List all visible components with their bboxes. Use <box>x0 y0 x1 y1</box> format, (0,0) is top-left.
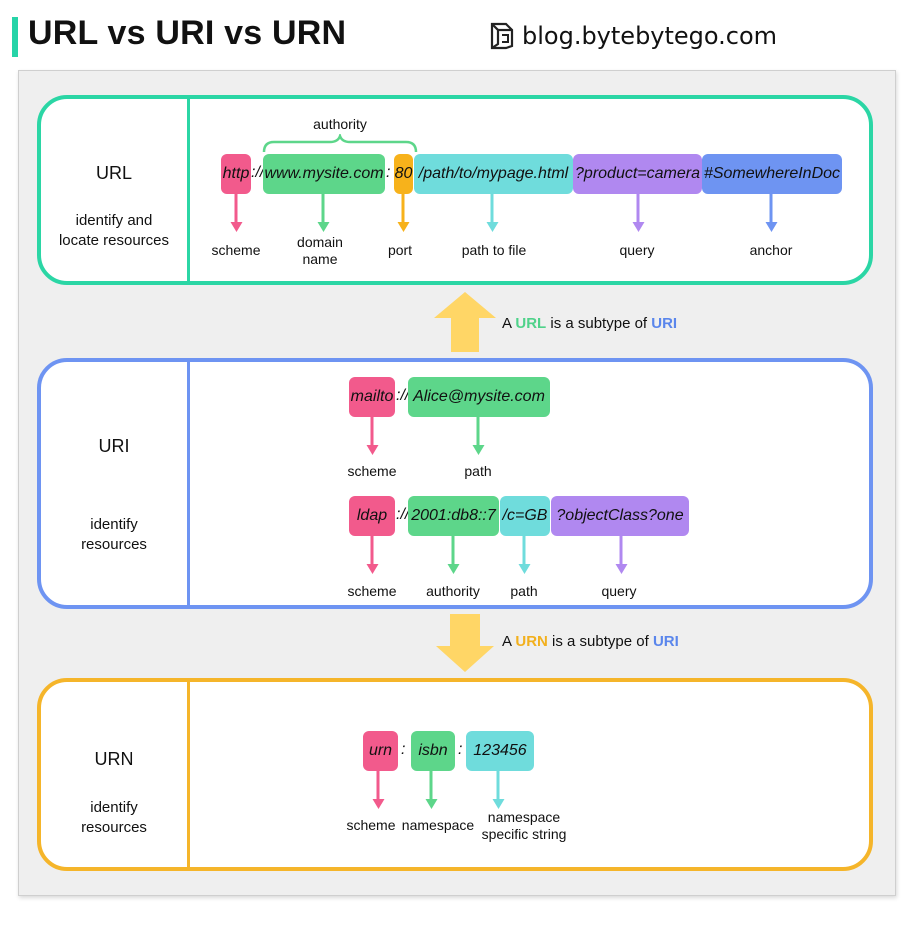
url-port-arrow <box>401 194 405 224</box>
url-domain-label-line2: name <box>302 251 338 267</box>
urn-nss-arrow <box>496 771 500 801</box>
urn-namespace-arrow <box>429 771 433 801</box>
urn-namespace-label: namespace <box>401 817 475 833</box>
url-query-arrow <box>636 194 640 224</box>
note-urn-middle: is a subtype of <box>552 633 649 650</box>
urn-nss-label-line2: specific string <box>481 826 567 842</box>
note-url-prefix: A <box>502 315 512 332</box>
down-arrow-icon <box>436 614 494 672</box>
urn-subtype-note: A URN is a subtype of URI <box>502 633 679 650</box>
urn-title: URN <box>94 749 134 769</box>
uri-divider <box>187 362 190 605</box>
authority-brace <box>262 134 418 153</box>
urn-description-line2: resources <box>81 819 147 836</box>
uri2-scheme-arrow <box>370 536 374 566</box>
url-domain-box: www.mysite.com <box>263 154 385 194</box>
uri-description-line2: resources <box>81 536 147 553</box>
urn-scheme-label: scheme <box>346 817 396 833</box>
uri1-scheme-arrow <box>370 417 374 447</box>
bytebytego-logo-icon <box>490 22 514 50</box>
brand[interactable]: blog.bytebytego.com <box>488 22 777 50</box>
url-anchor-box: #SomewhereInDoc <box>702 154 842 194</box>
uri2-authority-arrow <box>451 536 455 566</box>
uri2-scheme-label: scheme <box>347 583 397 599</box>
urn-nss-label-line1: namespace <box>487 809 561 825</box>
uri1-separator: :// <box>396 387 410 404</box>
urn-scheme-box: urn <box>363 731 398 771</box>
url-title: URL <box>95 163 132 183</box>
authority-label: authority <box>313 116 367 132</box>
url-path-label: path to file <box>461 242 527 258</box>
url-port-separator: : <box>386 164 391 181</box>
uri1-scheme-label: scheme <box>347 463 397 479</box>
urn-separator-1: : <box>401 741 406 758</box>
note-urn-target: URI <box>652 633 679 650</box>
url-scheme-arrow <box>234 194 238 224</box>
url-anchor-label: anchor <box>749 242 793 258</box>
uri2-authority-box: 2001:db8::7 <box>408 496 499 536</box>
urn-namespace-box: isbn <box>411 731 455 771</box>
uri2-query-box: ?objectClass?one <box>551 496 689 536</box>
urn-divider <box>187 682 190 867</box>
uri2-path-box: /c=GB <box>500 496 550 536</box>
url-domain-label-line1: domain <box>297 234 343 250</box>
url-scheme-label: scheme <box>211 242 261 258</box>
url-description-line2: locate resources <box>58 232 170 249</box>
note-url-term: URL <box>515 315 547 332</box>
uri2-separator: :// <box>396 506 410 523</box>
urn-scheme-arrow <box>376 771 380 801</box>
url-divider <box>187 99 190 281</box>
page-title: URL vs URI vs URN <box>28 14 347 52</box>
urn-separator-2: : <box>458 741 463 758</box>
url-port-label: port <box>387 242 413 258</box>
uri2-authority-label: authority <box>426 583 480 599</box>
url-description-line1: identify and <box>75 212 153 229</box>
url-path-arrow <box>490 194 494 224</box>
note-urn-prefix: A <box>502 633 512 650</box>
url-query-label: query <box>619 242 655 258</box>
brand-url: blog.bytebytego.com <box>522 22 778 50</box>
uri-description-line1: identify <box>90 516 138 533</box>
uri2-path-arrow <box>522 536 526 566</box>
url-domain-arrow <box>321 194 325 224</box>
url-scheme-box: http <box>221 154 251 194</box>
url-anchor-arrow <box>769 194 773 224</box>
uri1-path-label: path <box>464 463 492 479</box>
urn-panel: URN identify resources <box>37 678 873 871</box>
uri1-path-box: Alice@mysite.com <box>408 377 550 417</box>
note-url-middle: is a subtype of <box>550 315 648 332</box>
urn-description-line1: identify <box>90 799 138 816</box>
up-arrow-icon <box>434 292 496 352</box>
title-accent-bar <box>12 17 18 57</box>
urn-nss-box: 123456 <box>466 731 534 771</box>
note-urn-term: URN <box>515 633 548 650</box>
url-query-box: ?product=camera <box>573 154 702 194</box>
url-path-box: /path/to/mypage.html <box>414 154 573 194</box>
uri2-scheme-box: ldap <box>349 496 395 536</box>
url-subtype-note: A URL is a subtype of URI <box>502 315 677 332</box>
uri-title: URI <box>98 436 130 456</box>
uri2-path-label: path <box>510 583 538 599</box>
uri2-query-label: query <box>601 583 637 599</box>
uri2-query-arrow <box>619 536 623 566</box>
uri1-path-arrow <box>476 417 480 447</box>
uri1-scheme-box: mailto <box>349 377 395 417</box>
url-port-box: 80 <box>394 154 413 194</box>
note-url-target: URI <box>651 315 678 332</box>
url-separator: :// <box>251 164 265 181</box>
